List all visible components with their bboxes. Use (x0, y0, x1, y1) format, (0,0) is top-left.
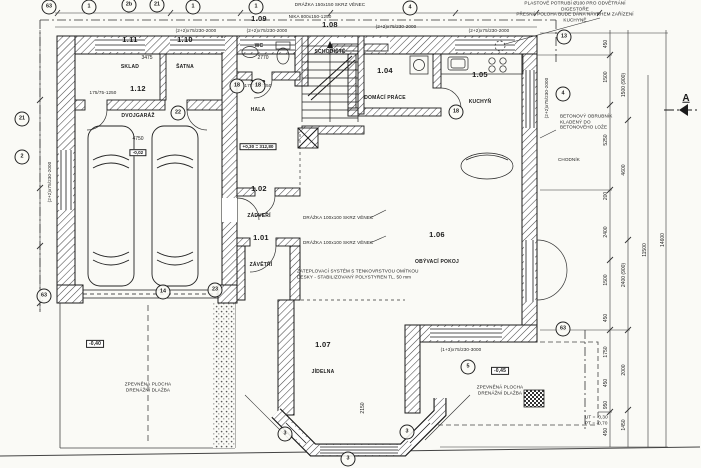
staircase (301, 38, 359, 122)
living-room-furniture (460, 152, 514, 180)
roof-overhang-outline (39, 19, 586, 430)
kitchen-fixtures (440, 40, 524, 75)
terrace-drain-grate (523, 389, 545, 408)
paved-area-left (59, 303, 236, 449)
garage-cars (87, 125, 199, 287)
section-cut-line (664, 104, 700, 116)
dimension-lines (36, 9, 668, 448)
chimney (297, 127, 319, 149)
door-swings (86, 79, 568, 301)
outer-walls (56, 35, 538, 416)
utility-appliance (409, 55, 429, 75)
garage-side-door-opening (222, 198, 237, 222)
bay-window (271, 398, 447, 457)
leader-lines (369, 17, 601, 244)
section-marker-label: A (682, 92, 690, 104)
bathroom-fixtures (241, 41, 291, 65)
garage-door-opening (83, 289, 218, 299)
terrace-outline (420, 341, 599, 426)
